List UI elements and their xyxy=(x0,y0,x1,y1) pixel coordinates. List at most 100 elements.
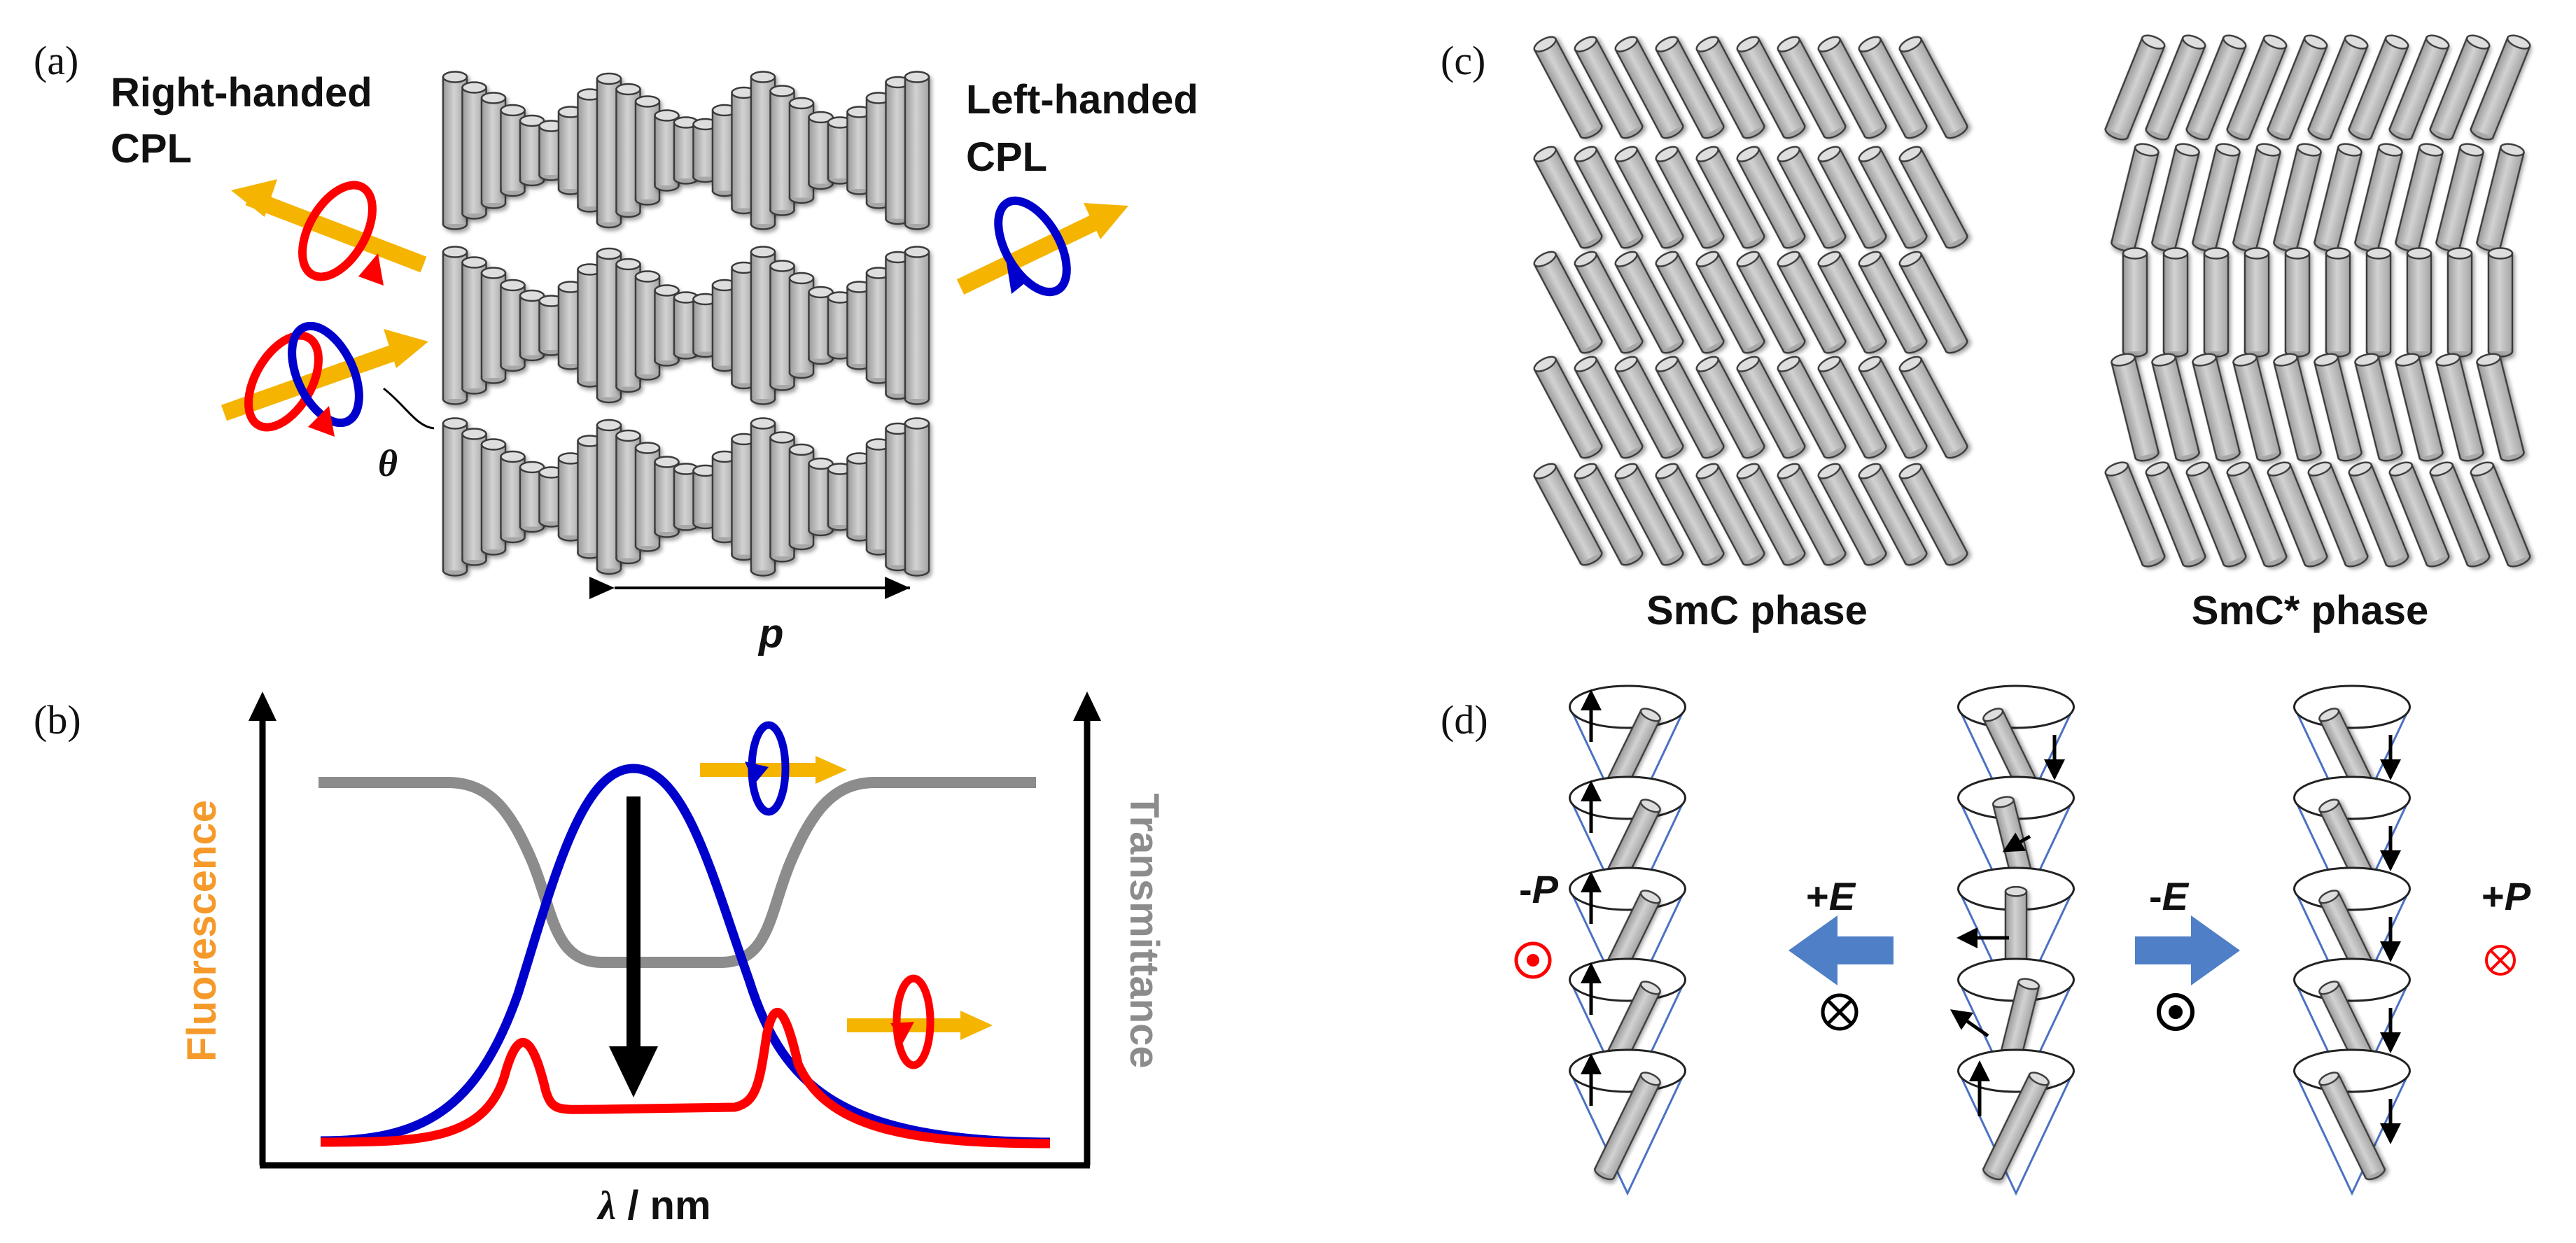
rod-molecule xyxy=(769,85,795,216)
left-handed-cpl-transmitted xyxy=(956,196,1128,297)
rod-molecule xyxy=(2151,353,2200,462)
rod-molecule xyxy=(1898,251,1968,354)
rod-molecule xyxy=(2307,34,2369,141)
rod-molecule xyxy=(2487,247,2514,358)
polarization-arrow xyxy=(1949,1009,1989,1038)
rod-molecule xyxy=(1533,251,1603,354)
rod-molecule xyxy=(1614,356,1684,459)
rod-molecule xyxy=(1777,356,1847,459)
rod-molecule xyxy=(2354,143,2403,252)
polarization-arrow xyxy=(2002,832,2031,852)
rod-molecule xyxy=(1777,36,1847,139)
rod-molecule xyxy=(2470,34,2531,141)
rod-molecule xyxy=(1736,463,1806,566)
rod-molecule xyxy=(2395,143,2444,252)
rod-molecule xyxy=(1533,463,1603,566)
rod-molecule xyxy=(2110,143,2160,252)
rod-molecule xyxy=(2354,353,2403,462)
intensity-drop-arrow xyxy=(609,796,658,1097)
panel-c: (c) SmC phase SmC* phase xyxy=(1441,34,2531,633)
rod-molecule xyxy=(1655,463,1725,566)
rod-molecule xyxy=(2435,143,2484,252)
beam-arrowhead xyxy=(1084,203,1128,239)
fluorescence-axis-label: Fluorescence xyxy=(179,800,225,1062)
rod-molecule xyxy=(2470,461,2531,568)
panel-a-label: (a) xyxy=(34,38,78,83)
plus-e-symbol: E xyxy=(1829,874,1856,918)
rod-molecule xyxy=(1736,251,1806,354)
rod-molecule xyxy=(1695,36,1765,139)
minus-e-sign: - xyxy=(2149,874,2162,918)
rod-molecule xyxy=(1655,36,1725,139)
tilt-cone xyxy=(1569,684,1686,832)
rod-molecule xyxy=(2203,247,2230,358)
rod-molecule xyxy=(1574,356,1644,459)
right-handed-cpl-title-line2: CPL xyxy=(111,126,192,171)
rod-molecule xyxy=(1736,146,1806,249)
rod-molecule xyxy=(2406,247,2432,358)
tilt-cone xyxy=(1569,775,1686,923)
rod-molecule xyxy=(1736,356,1806,459)
rod-molecule xyxy=(2267,461,2328,568)
rod-molecule xyxy=(2365,247,2392,358)
spectrum-axes xyxy=(248,691,1101,1169)
rod-molecule xyxy=(2395,353,2444,462)
rod-molecule xyxy=(2429,461,2491,568)
plus-p-symbol: P xyxy=(2505,874,2531,918)
panel-c-label: (c) xyxy=(1441,38,1485,83)
tilt-cone xyxy=(1957,1048,2075,1196)
rod-molecule xyxy=(2104,34,2166,141)
rod-molecule xyxy=(904,71,930,230)
rod-molecule xyxy=(1898,463,1968,566)
panel-b-label: (b) xyxy=(34,697,81,743)
rod-molecule xyxy=(1695,251,1765,354)
rod-molecule xyxy=(2388,461,2450,568)
tilt-cone xyxy=(1569,1048,1686,1196)
rod-molecule xyxy=(2151,143,2200,252)
plus-p-label: +P xyxy=(2482,874,2531,918)
smc-phase-layers xyxy=(1533,36,1968,566)
rod-molecule xyxy=(1695,356,1765,459)
rod-molecule xyxy=(2388,34,2450,141)
rod-molecule xyxy=(2273,353,2322,462)
rod-molecule xyxy=(1695,463,1765,566)
rod-molecule xyxy=(1817,251,1887,354)
right-handed-cpl-title-line1: Right-handed xyxy=(111,70,372,115)
rod-molecule xyxy=(1614,251,1684,354)
rod-molecule xyxy=(1898,356,1968,459)
rod-molecule xyxy=(1898,146,1968,249)
plus-e-sign: + xyxy=(1806,874,1829,918)
rod-molecule xyxy=(1593,1072,1662,1181)
smc-star-phase-label: SmC* phase xyxy=(2192,588,2428,633)
rod-molecule xyxy=(1858,356,1928,459)
field-arrow-left xyxy=(1788,915,1893,985)
rod-molecule xyxy=(2162,247,2189,358)
right-handed-fluorescence-curve xyxy=(320,1008,1051,1149)
rod-molecule xyxy=(1858,36,1928,139)
cone-stack-right xyxy=(2293,684,2411,1196)
rod-molecule xyxy=(2435,353,2484,462)
rod-molecule xyxy=(2429,34,2491,141)
rod-molecule xyxy=(904,417,930,577)
rod-molecule xyxy=(692,293,718,358)
beam-arrowhead xyxy=(231,179,277,217)
rod-molecule xyxy=(1655,146,1725,249)
cone-stack-center xyxy=(1949,684,2075,1196)
rod-molecule xyxy=(1817,36,1887,139)
field-out-of-page-icon xyxy=(2157,993,2194,1031)
rod-molecule xyxy=(1614,146,1684,249)
rod-molecule xyxy=(2192,143,2241,252)
rod-molecule xyxy=(2110,353,2160,462)
plus-p-sign: + xyxy=(2482,874,2505,918)
rod-molecule xyxy=(2145,34,2206,141)
rod-molecule xyxy=(1817,356,1887,459)
rod-molecule xyxy=(2226,34,2288,141)
polarization-into-page-icon xyxy=(2485,945,2516,976)
rod-molecule xyxy=(2325,247,2351,358)
minus-p-label: -P xyxy=(1519,867,1559,911)
rod-molecule xyxy=(1736,36,1806,139)
rod-molecule xyxy=(1858,251,1928,354)
plus-e-label: +E xyxy=(1806,874,1856,918)
wavelength-symbol: λ xyxy=(596,1183,616,1228)
rod-molecule xyxy=(1533,356,1603,459)
